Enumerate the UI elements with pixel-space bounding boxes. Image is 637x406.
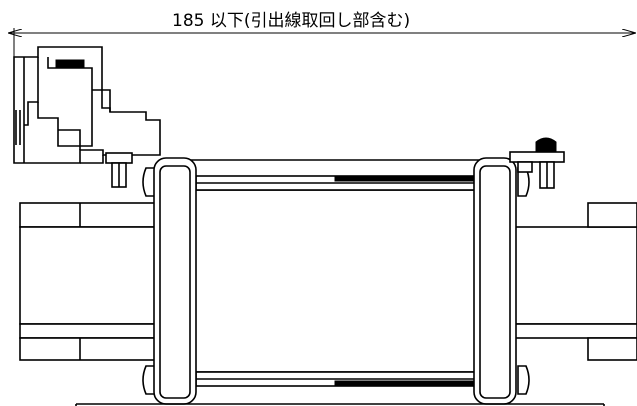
left-pipe bbox=[19, 202, 161, 361]
left-clamp-band bbox=[153, 157, 197, 405]
terminal-box bbox=[13, 46, 161, 164]
coupling-body bbox=[160, 159, 510, 387]
right-clamp-band bbox=[473, 157, 517, 405]
dimension-label: 185 以下(引出線取回し部含む) bbox=[172, 11, 410, 31]
dimension-annotation: 185 以下(引出線取回し部含む) bbox=[8, 11, 636, 64]
right-bolt-group bbox=[509, 137, 565, 395]
bolt-head bbox=[105, 152, 133, 164]
right-pipe bbox=[509, 202, 637, 361]
